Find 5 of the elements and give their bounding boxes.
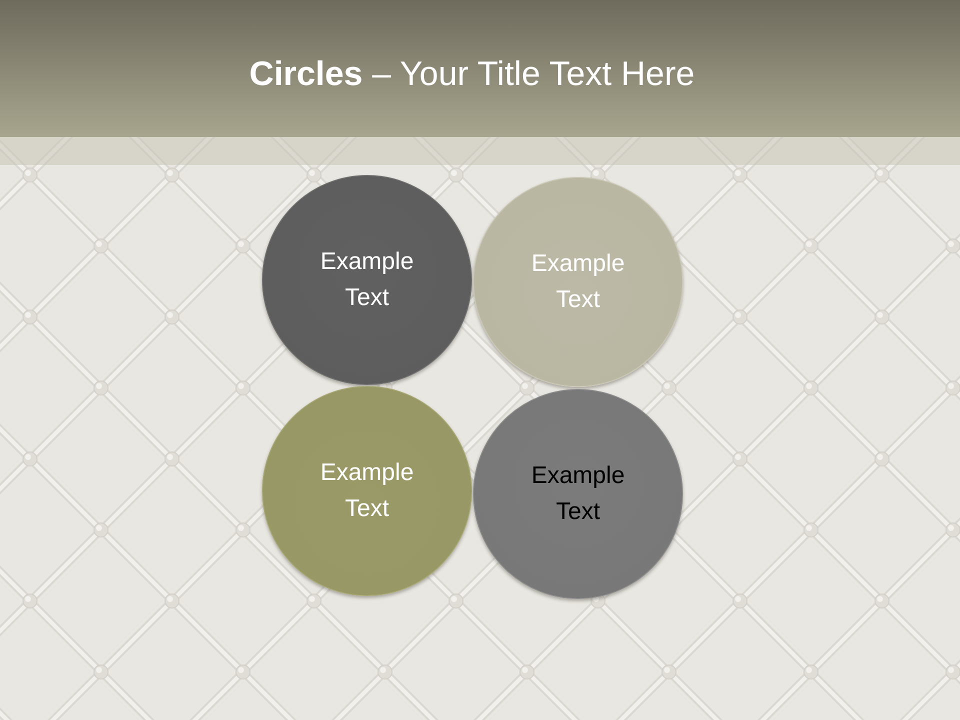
circle-label: Example Text <box>319 458 415 524</box>
circle-label: Example Text <box>530 461 626 527</box>
circle-label: Example Text <box>530 249 626 315</box>
slide-title: Circles – Your Title Text Here <box>248 54 696 95</box>
circle-label: Example Text <box>319 247 415 313</box>
